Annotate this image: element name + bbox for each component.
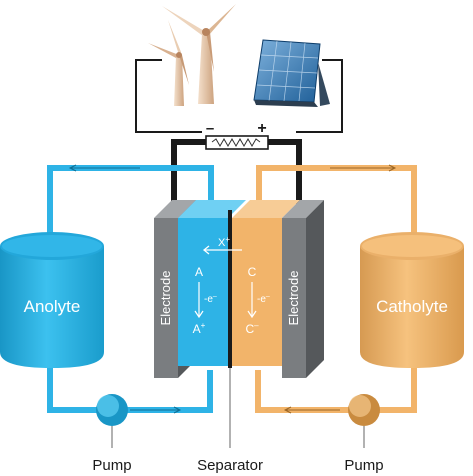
- solar-panel-icon: [253, 39, 330, 107]
- anode-top-label: A: [195, 265, 203, 279]
- catholyte-tank: Catholyte: [360, 232, 464, 368]
- pump-left-label: Pump: [92, 457, 131, 474]
- separator-membrane: [228, 210, 232, 368]
- anode-bottom-label: A+: [193, 321, 206, 336]
- anolyte-tank: Anolyte: [0, 232, 104, 368]
- anode-reaction: A -e– A+: [193, 265, 217, 336]
- anolyte-label: Anolyte: [24, 297, 81, 316]
- plus-terminal-label: +: [257, 120, 266, 137]
- cathode-electron-label: -e–: [257, 293, 270, 305]
- minus-terminal-label: –: [206, 120, 214, 137]
- separator-label: Separator: [197, 457, 263, 474]
- catholyte-half-cell: [232, 200, 300, 366]
- electrode-right: Electrode: [282, 200, 324, 378]
- source-circuit: [135, 59, 343, 133]
- external-wires: [171, 139, 302, 212]
- ion-transfer-arrow: X+: [202, 235, 242, 255]
- flow-arrows: [68, 164, 397, 414]
- anode-electron-label: -e–: [204, 293, 217, 305]
- pump-right-icon: [348, 394, 380, 448]
- cathode-reaction: C -e– C–: [245, 265, 269, 336]
- pump-right-label: Pump: [344, 457, 383, 474]
- cathode-top-label: C: [248, 265, 257, 279]
- resistor-icon: [205, 135, 269, 150]
- pump-left-icon: [96, 394, 128, 448]
- cathode-bottom-label: C–: [245, 321, 259, 336]
- electrode-left-label: Electrode: [158, 271, 173, 326]
- electrode-right-label: Electrode: [286, 271, 301, 326]
- wind-turbine-icon: [148, 4, 236, 106]
- anolyte-half-cell: [178, 200, 246, 366]
- ion-label: X+: [218, 235, 230, 249]
- catholyte-label: Catholyte: [376, 297, 448, 316]
